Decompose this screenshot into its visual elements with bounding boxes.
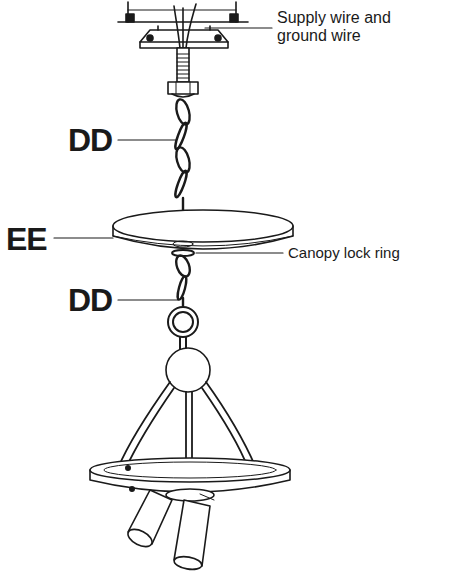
lower-chain (174, 254, 193, 306)
upper-chain (173, 98, 192, 210)
callout-letter: DD (68, 122, 112, 159)
canopy (113, 210, 293, 249)
wire-label: Supply wire and ground wire (277, 9, 445, 46)
ball (166, 348, 210, 392)
callout-letter: DD (68, 282, 112, 319)
leader-lines (54, 28, 283, 300)
junction-box (118, 2, 248, 48)
threaded-nipple (168, 48, 198, 97)
loop-ring (168, 307, 198, 350)
part-label: Canopy lock ring (288, 244, 400, 261)
fixture-arms (118, 382, 256, 468)
lamp-heads (125, 490, 214, 571)
callout-letter: EE (6, 221, 47, 258)
supply-wires (174, 4, 196, 48)
ring-plate (90, 458, 290, 501)
